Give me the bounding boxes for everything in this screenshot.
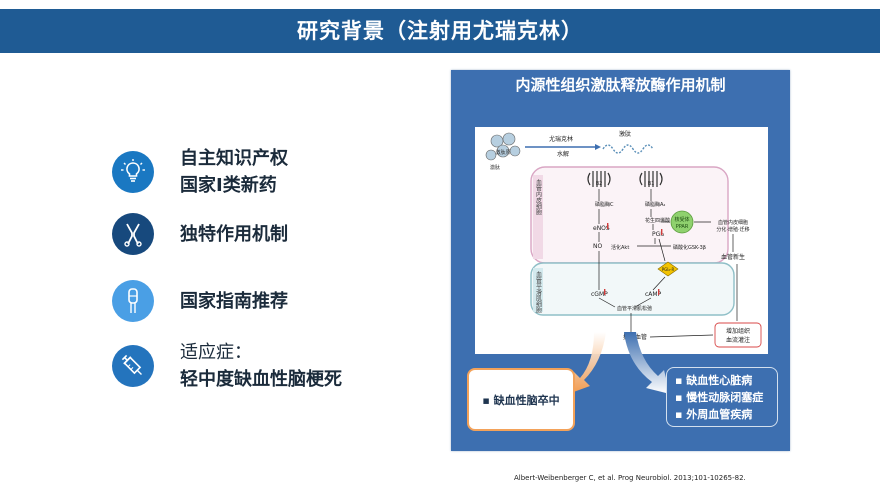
mechanism-panel: 内源性组织激肽释放酶作用机制 血管内皮细胞 血管平滑肌细胞 激肽原 激肽 尤瑞克… <box>451 70 790 451</box>
gsk-label: 磷酸化GSK-3β <box>673 244 706 251</box>
feature-text: 自主知识产权 国家Ⅰ类新药 <box>180 145 288 199</box>
b1-receptor: B1 <box>639 171 663 187</box>
title-bar: 研究背景（注射用尤瑞克林） <box>0 9 880 53</box>
drug-label: 尤瑞克林 <box>549 135 573 143</box>
feature-line: 适应症： <box>180 342 252 363</box>
plc-label: 磷脂酶C <box>595 201 614 208</box>
feature-line: 自主知识产权 <box>180 148 288 169</box>
disease-arrow <box>624 332 670 394</box>
feature-text: 国家指南推荐 <box>180 288 288 315</box>
ec-prolif-label: 血管内皮细胞 <box>718 219 748 226</box>
kininogen-molecule: 激肽原 激肽 <box>485 132 521 171</box>
smooth-muscle-membrane <box>530 262 735 316</box>
b1-label: B1 <box>648 181 655 187</box>
b2-label: B2 <box>596 181 603 187</box>
disease-outcome-box: ▪ 缺血性心脏病 ▪ 慢性动脉闭塞症 ▪ 外周血管疾病 <box>666 367 778 427</box>
perfusion-label-1: 增加组织 <box>726 327 750 335</box>
disease-item: ▪ 慢性动脉闭塞症 <box>675 390 764 404</box>
test-tube-icon <box>112 280 154 322</box>
feature-guideline: 国家指南推荐 <box>112 280 288 322</box>
pgi2-label: PGI₂ <box>652 231 665 238</box>
angiogenesis-label: 血管新生 <box>721 253 745 261</box>
smooth-muscle-side-label-bg <box>533 268 543 312</box>
hydrolysis-arrowhead <box>595 144 601 150</box>
endothelial-label: 血管内皮细胞 <box>535 178 542 216</box>
no-label: NO <box>593 243 602 250</box>
feature-line: 国家Ⅰ类新药 <box>180 175 277 196</box>
feature-mechanism: 独特作用机制 <box>112 213 288 255</box>
feature-ip: 自主知识产权 国家Ⅰ类新药 <box>112 145 288 199</box>
mechanism-diagram: 血管内皮细胞 血管平滑肌细胞 激肽原 激肽 尤瑞克林 水解 激肽 <box>475 127 768 354</box>
lightbulb-icon <box>112 151 154 193</box>
medicine-icon <box>112 213 154 255</box>
receptor-label: 核受体 <box>674 216 689 223</box>
ip-label: PGI₂-R <box>662 267 675 272</box>
enos-label: eNOS <box>593 225 610 232</box>
cgmp-label: cGMP <box>591 291 608 298</box>
outcome-arrows <box>568 332 670 394</box>
ip-diamond <box>657 261 679 277</box>
akt-label: 活化Akt <box>611 244 629 251</box>
kininogen-text: 激肽原 <box>495 149 510 156</box>
citation: Albert-Weibenberger C, et al. Prog Neuro… <box>514 474 746 482</box>
perfusion-label-2: 血流灌注 <box>726 336 750 344</box>
aa-label: 花生四烯酸 <box>645 217 670 224</box>
b2-receptor: B2 <box>587 171 611 187</box>
syringe-icon <box>112 345 154 387</box>
kinin-small-text: 激肽 <box>490 164 500 171</box>
ppar-label: PPAR <box>676 224 689 230</box>
feature-line: 独特作用机制 <box>180 223 288 245</box>
mechanism-title: 内源性组织激肽释放酶作用机制 <box>515 76 726 94</box>
hydrolysis-label: 水解 <box>557 150 569 158</box>
page-title: 研究背景（注射用尤瑞克林） <box>297 19 583 43</box>
feature-line: 轻中度缺血性脑梗死 <box>180 369 342 390</box>
stroke-arrow <box>568 332 606 394</box>
ppar-circle <box>670 210 694 234</box>
disease-item: ▪ 缺血性心脏病 <box>675 373 753 387</box>
smooth-muscle-label: 血管平滑肌细胞 <box>535 270 542 314</box>
endothelial-side-label-bg <box>533 175 543 259</box>
stroke-outcome-box: ▪ 缺血性脑卒中 <box>467 368 575 431</box>
feature-indication: 适应症： 轻中度缺血性脑梗死 <box>112 339 342 393</box>
relax-label: 血管平滑肌松弛 <box>617 305 652 312</box>
kinin-chain <box>602 144 654 154</box>
ec-prolif-label-2: 分化·增殖·迁移 <box>716 226 749 233</box>
pathway-arrows <box>598 189 738 338</box>
feature-line: 国家指南推荐 <box>180 290 288 312</box>
kinin-label: 激肽 <box>619 130 631 138</box>
disease-item: ▪ 外周血管疾病 <box>675 407 753 421</box>
up-arrows <box>604 223 663 295</box>
pla2-label: 磷脂酶A₂ <box>645 201 665 208</box>
camp-label: cAMP <box>645 291 662 298</box>
feature-text: 独特作用机制 <box>180 221 288 248</box>
feature-text: 适应症： 轻中度缺血性脑梗死 <box>180 339 342 393</box>
perfusion-box <box>714 322 762 348</box>
